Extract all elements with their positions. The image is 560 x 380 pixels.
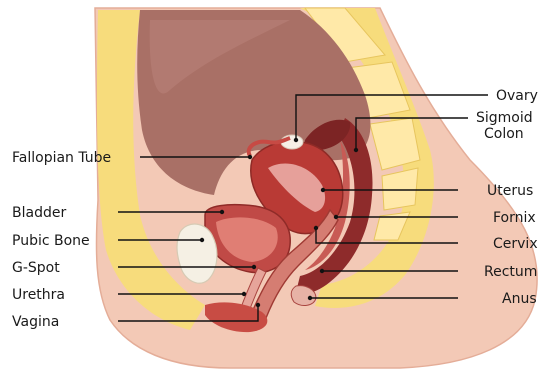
label-g-spot: G-Spot bbox=[12, 260, 60, 276]
label-vagina: Vagina bbox=[12, 314, 59, 330]
label-fallopian-tube: Fallopian Tube bbox=[12, 150, 111, 166]
label-ovary: Ovary bbox=[496, 88, 538, 104]
label-cervix: Cervix bbox=[493, 236, 538, 252]
label-rectum: Rectum bbox=[484, 264, 537, 280]
label-urethra: Urethra bbox=[12, 287, 65, 303]
label-uterus: Uterus bbox=[487, 183, 533, 199]
label-anus: Anus bbox=[502, 291, 537, 307]
label-sigmoid-line2: Colon bbox=[484, 126, 524, 142]
label-fornix: Fornix bbox=[493, 210, 536, 226]
label-pubic-bone: Pubic Bone bbox=[12, 233, 90, 249]
label-sigmoid-line1: Sigmoid bbox=[476, 110, 533, 126]
label-bladder: Bladder bbox=[12, 205, 66, 221]
